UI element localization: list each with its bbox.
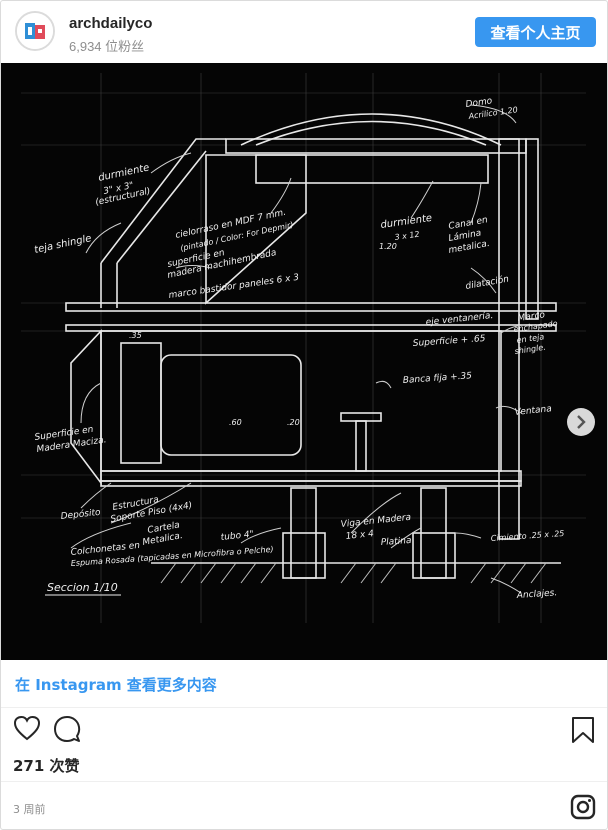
label-durmiente-mid-size: 3 x 12	[394, 230, 420, 242]
architectural-section-drawing: Domo Acrilico 1.20 durmiente 3" x 3" (es…	[1, 63, 607, 660]
view-more-link[interactable]: 在 Instagram 查看更多内容	[15, 676, 217, 694]
label-anclajes: Anclajes.	[516, 588, 558, 601]
view-more-section: 在 Instagram 查看更多内容	[1, 660, 607, 708]
like-count[interactable]: 271 次赞	[13, 757, 80, 775]
label-platina: Platina	[381, 536, 412, 548]
post-footer: 3 周前	[1, 781, 607, 830]
post-image[interactable]: Domo Acrilico 1.20 durmiente 3" x 3" (es…	[1, 63, 607, 660]
comment-icon[interactable]	[53, 715, 81, 748]
bookmark-icon[interactable]	[571, 716, 595, 749]
label-banca-fija: Banca fija +.35	[403, 371, 473, 386]
label-domo: Domo	[465, 96, 493, 110]
label-shingle: shingle.	[514, 343, 546, 356]
action-bar	[1, 713, 607, 753]
label-dim-60: .60	[229, 418, 242, 427]
label-deposito: Depósito	[60, 507, 101, 522]
label-seccion: Seccion 1/10	[47, 581, 118, 594]
label-viga-size: 18 x 4	[345, 529, 374, 542]
next-arrow	[577, 415, 586, 429]
chevron-right-icon[interactable]	[567, 408, 595, 436]
label-tubo: tubo 4"	[220, 530, 254, 543]
label-marco: Marco	[517, 310, 546, 324]
view-profile-button[interactable]: 查看个人主页	[475, 17, 596, 47]
label-dim-35: .35	[129, 331, 142, 340]
archdaily-logo	[17, 13, 53, 49]
username[interactable]: archdailyco	[69, 15, 153, 32]
label-en-teja: en teja	[516, 332, 545, 345]
post-header: archdailyco 6,934 位粉丝 查看个人主页	[1, 1, 607, 63]
label-dim-20: .20	[287, 418, 300, 427]
label-dim-120: 1.20	[379, 242, 397, 251]
follower-count: 6,934 位粉丝	[69, 39, 145, 54]
avatar[interactable]	[15, 11, 55, 51]
instagram-icon[interactable]	[570, 794, 596, 825]
timestamp[interactable]: 3 周前	[13, 803, 46, 816]
label-ventana: Ventana	[514, 404, 552, 418]
heart-icon[interactable]	[13, 715, 41, 746]
